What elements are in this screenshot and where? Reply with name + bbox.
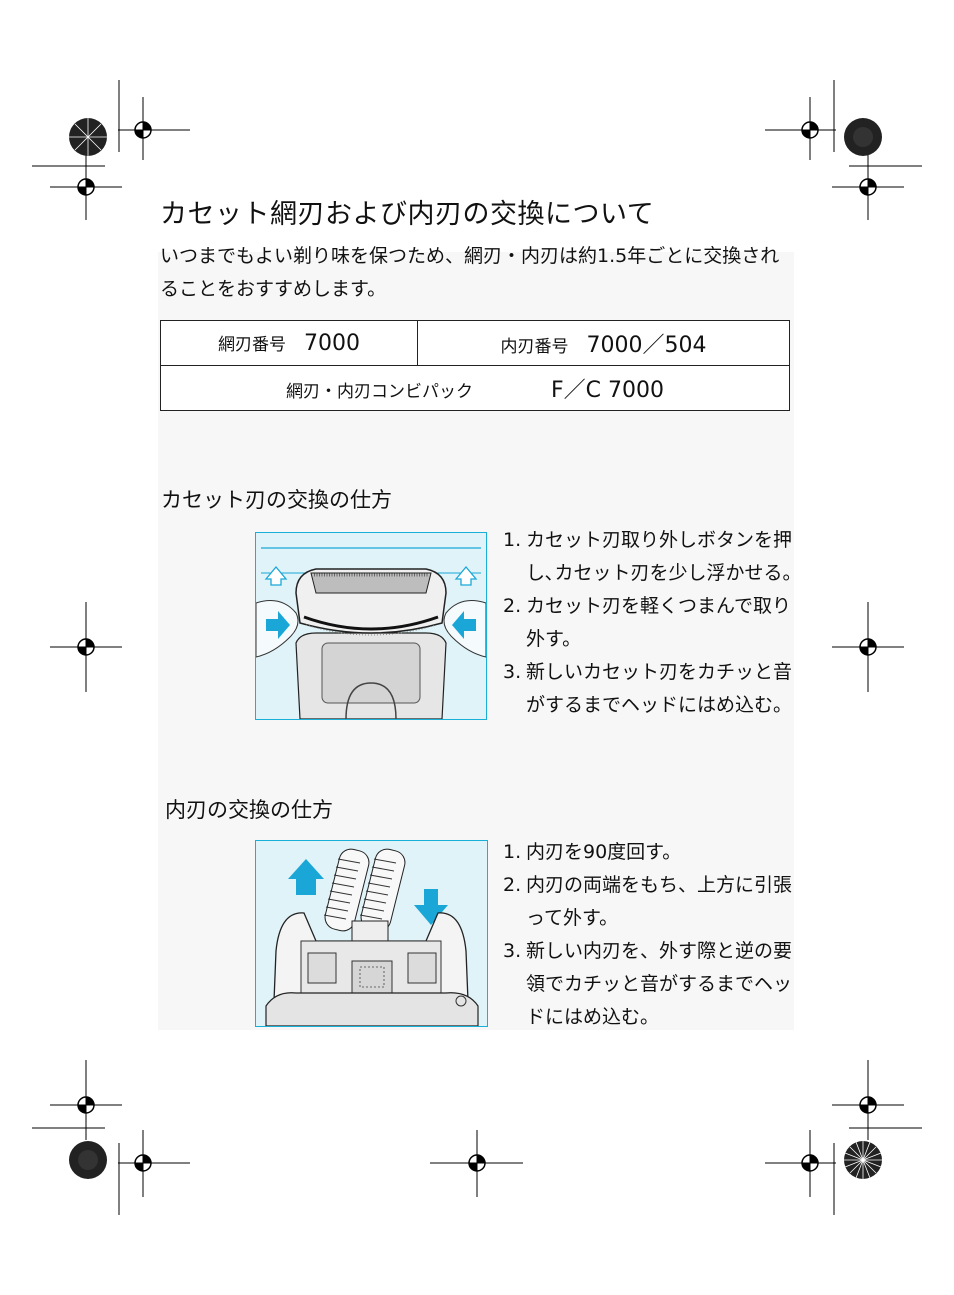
- foil-number-value: 7000: [304, 331, 360, 356]
- step-text: ドにはめ込む。: [526, 1006, 659, 1028]
- cutter-step-2: 2.内刃の両端をもち、上方に引張って外す。: [503, 869, 803, 935]
- step-number: 1.: [503, 836, 521, 869]
- cassette-step-2: 2.カセット刃を軽くつまんで取り外す。: [503, 590, 803, 656]
- intro-line-1: いつまでもよい剃り味を保つため、網刃・内刃は約1.5年ごとに交換され: [160, 240, 800, 273]
- step-text: 新しいカセット刃をカチッと音: [526, 661, 792, 683]
- cassette-step-1: 1.カセット刃取り外しボタンを押し､カセット刃を少し浮かせる。: [503, 524, 803, 590]
- step-number: 3.: [503, 935, 521, 968]
- step-text: カセット刃を軽くつまんで取り: [526, 595, 791, 617]
- cutter-number-cell: 内刃番号 7000／504: [417, 321, 789, 366]
- step-text: 新しい内刃を、外す際と逆の要: [526, 940, 792, 962]
- step-text: 領でカチッと音がするまでヘッ: [526, 973, 792, 995]
- cassette-steps-list: 1.カセット刃取り外しボタンを押し､カセット刃を少し浮かせる。 2.カセット刃を…: [503, 524, 803, 722]
- cutter-number-value: 7000／504: [586, 333, 706, 358]
- foil-number-cell: 網刃番号 7000: [161, 321, 418, 366]
- combi-pack-value: F／C 7000: [551, 378, 664, 403]
- combi-pack-label: 網刃・内刃コンビパック: [286, 382, 473, 402]
- cutter-number-label: 内刃番号: [500, 337, 568, 357]
- step-text: って外す。: [526, 907, 618, 929]
- step-text: し､カセット刃を少し浮かせる。: [526, 562, 802, 584]
- cutter-step-1: 1.内刃を90度回す。: [503, 836, 803, 869]
- step-text: 内刃の両端をもち、上方に引張: [526, 874, 792, 896]
- intro-paragraph: いつまでもよい剃り味を保つため、網刃・内刃は約1.5年ごとに交換され ることをお…: [160, 240, 800, 306]
- step-number: 2.: [503, 590, 521, 623]
- foil-number-label: 網刃番号: [218, 335, 286, 355]
- cutter-section-title: 内刃の交換の仕方: [165, 794, 333, 824]
- parts-number-table: 網刃番号 7000 内刃番号 7000／504 網刃・内刃コンビパック F／C 700…: [160, 320, 790, 411]
- cassette-section-title: カセット刃の交換の仕方: [161, 484, 392, 514]
- step-text: 内刃を90度回す。: [526, 841, 681, 863]
- step-text: がするまでヘッドにはめ込む。: [526, 694, 792, 716]
- page-title: カセット網刃および内刃の交換について: [160, 192, 654, 231]
- intro-line-2: ることをおすすめします。: [160, 273, 800, 306]
- cassette-step-3: 3.新しいカセット刃をカチッと音がするまでヘッドにはめ込む。: [503, 656, 803, 722]
- combi-pack-cell: 網刃・内刃コンビパック F／C 7000: [161, 366, 790, 411]
- cutter-steps-list: 1.内刃を90度回す。 2.内刃の両端をもち、上方に引張って外す。 3.新しい内…: [503, 836, 803, 1034]
- step-text: カセット刃取り外しボタンを押: [526, 529, 792, 551]
- cutter-step-3: 3.新しい内刃を、外す際と逆の要領でカチッと音がするまでヘッドにはめ込む。: [503, 935, 803, 1034]
- step-number: 1.: [503, 524, 521, 557]
- step-text: 外す。: [526, 628, 581, 650]
- cassette-removal-illustration: [255, 532, 487, 720]
- cutter-removal-illustration: [255, 840, 488, 1027]
- step-number: 2.: [503, 869, 521, 902]
- step-number: 3.: [503, 656, 521, 689]
